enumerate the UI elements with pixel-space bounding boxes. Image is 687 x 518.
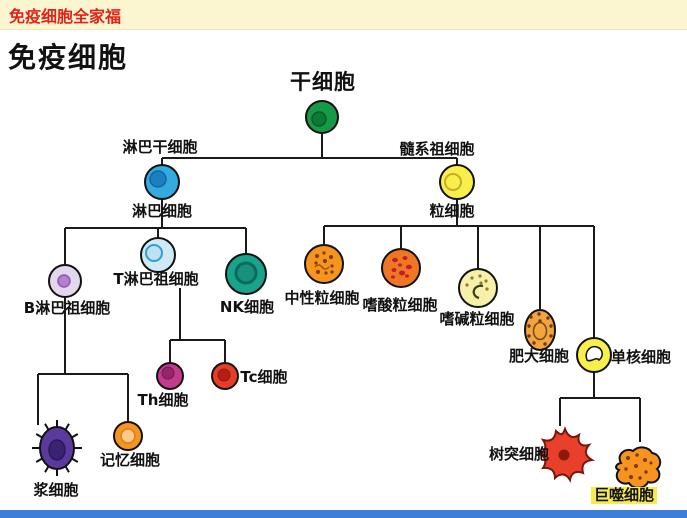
t-progenitor-cell-icon (140, 237, 176, 273)
label-dendritic-cell: 树突细胞 (488, 445, 550, 463)
label-plasma-cell: 浆细胞 (33, 481, 79, 499)
label-lymphocyte: 淋巴细胞 (131, 202, 193, 220)
label-b-progenitor: B淋巴祖细胞 (23, 299, 111, 317)
nk-cell-icon (225, 253, 267, 295)
tc-cell-icon (211, 362, 239, 390)
dendritic-cell-icon (536, 426, 596, 484)
label-stem-cell: 干细胞 (290, 70, 356, 94)
plasma-cell-icon (32, 420, 82, 476)
label-memory-cell: 记忆细胞 (99, 451, 161, 469)
page-title: 免疫细胞 (8, 41, 129, 74)
basophil-cell-icon (458, 268, 498, 308)
label-granulocyte: 粒细胞 (429, 202, 475, 220)
label-th-cell: Th细胞 (137, 391, 189, 409)
monocyte-cell-icon (576, 337, 612, 373)
label-mast-cell: 肥大细胞 (508, 347, 570, 365)
label-basophil: 嗜碱粒细胞 (439, 310, 515, 328)
label-nk-cell: NK细胞 (219, 298, 275, 316)
label-t-progenitor: T淋巴祖细胞 (113, 270, 199, 288)
neutrophil-cell-icon (304, 244, 344, 284)
lymphoid-stem-cell-icon (144, 164, 180, 200)
macrophage-cell-icon (615, 446, 662, 489)
mast-cell-icon (524, 309, 556, 351)
top-banner: 免疫细胞全家福 (0, 0, 687, 30)
eosinophil-cell-icon (381, 248, 421, 288)
label-monocyte: 单核细胞 (610, 348, 672, 366)
label-myeloid-progenitor: 髓系祖细胞 (399, 140, 475, 158)
b-progenitor-cell-icon (48, 264, 82, 298)
bottom-strip (0, 510, 687, 518)
label-neutrophil: 中性粒细胞 (284, 289, 360, 307)
label-macrophage: 巨噬细胞 (590, 487, 658, 504)
th-cell-icon (156, 362, 184, 390)
label-lymphoid-stem-cell: 淋巴干细胞 (122, 138, 198, 156)
label-eosinophil: 嗜酸粒细胞 (362, 296, 438, 314)
banner-title: 免疫细胞全家福 (9, 6, 122, 26)
stem-cell-icon (305, 100, 339, 134)
memory-cell-icon (113, 421, 143, 451)
label-tc-cell: Tc细胞 (240, 368, 288, 386)
myeloid-progenitor-cell-icon (439, 164, 475, 200)
